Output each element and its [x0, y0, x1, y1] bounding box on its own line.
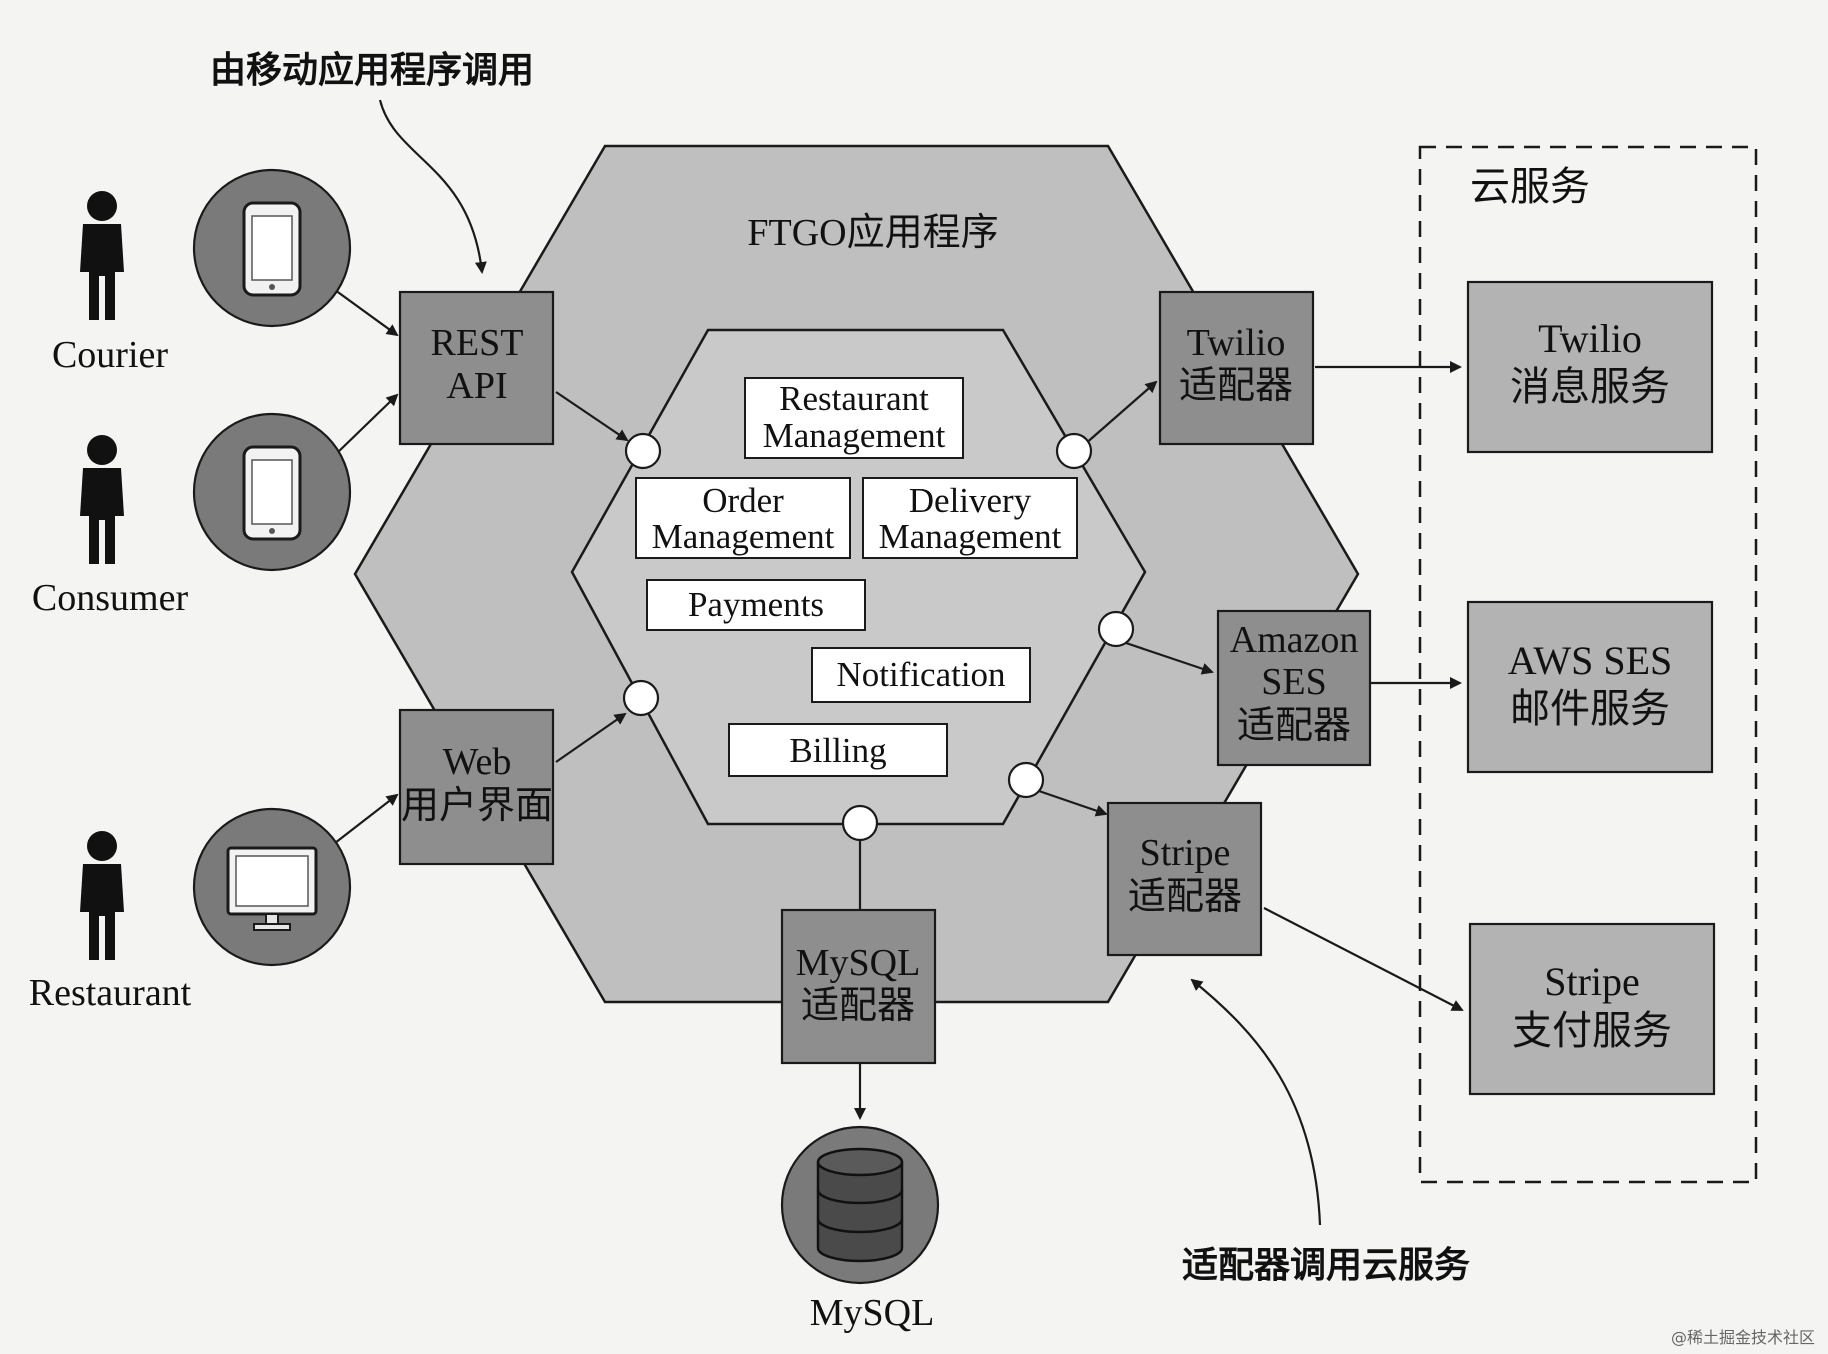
svg-text:Payments: Payments — [688, 585, 824, 624]
svg-text:消息服务: 消息服务 — [1510, 364, 1670, 409]
ports — [622, 432, 1135, 842]
module-delivery-management: Delivery Management — [862, 477, 1078, 559]
rest-api-adapter: REST API — [398, 290, 555, 446]
svg-text:Amazon: Amazon — [1230, 619, 1359, 661]
twilio-adapter: Twilio 适配器 — [1158, 290, 1315, 446]
monitor-icon — [226, 846, 318, 931]
database-icon — [816, 1147, 904, 1263]
stripe-payment-service: Stripe 支付服务 — [1468, 922, 1716, 1096]
restaurant-label: Restaurant — [29, 972, 192, 1014]
module-restaurant-management: Restaurant Management — [744, 377, 964, 459]
svg-text:SES: SES — [1261, 661, 1326, 703]
svg-text:Web: Web — [443, 741, 512, 783]
svg-text:REST: REST — [431, 322, 524, 364]
module-payments: Payments — [646, 579, 866, 631]
annotation-called-by-mobile-app: 由移动应用程序调用 — [210, 50, 534, 91]
svg-text:AWS SES: AWS SES — [1508, 638, 1673, 683]
svg-text:Delivery: Delivery — [909, 481, 1032, 520]
person-icon — [80, 831, 124, 960]
consumer-device — [192, 412, 352, 572]
port-mysql — [841, 804, 879, 842]
svg-text:Management: Management — [879, 517, 1062, 556]
person-icon — [80, 191, 124, 320]
cloud-services-group: 云服务 — [1418, 145, 1758, 1184]
svg-text:用户界面: 用户界面 — [401, 785, 553, 827]
port-ses — [1097, 610, 1135, 648]
cloud-title: 云服务 — [1470, 164, 1590, 209]
courier-device — [192, 168, 352, 328]
restaurant-device — [192, 807, 352, 967]
mysql-label: MySQL — [810, 1292, 935, 1334]
ses-adapter: Amazon SES 适配器 — [1216, 609, 1372, 767]
stripe-adapter: Stripe 适配器 — [1106, 801, 1263, 957]
module-order-management: Order Management — [635, 477, 851, 559]
svg-text:适配器: 适配器 — [1179, 365, 1293, 407]
svg-text:适配器: 适配器 — [1128, 876, 1242, 918]
restaurant-actor: Restaurant — [29, 831, 192, 1014]
mysql-database: MySQL — [780, 1125, 940, 1334]
consumer-label: Consumer — [32, 577, 189, 619]
svg-text:Twilio: Twilio — [1538, 316, 1642, 361]
svg-text:MySQL: MySQL — [796, 942, 921, 984]
smartphone-icon — [242, 201, 302, 297]
svg-text:Management: Management — [652, 517, 835, 556]
svg-text:Billing: Billing — [789, 731, 886, 770]
svg-text:API: API — [446, 365, 507, 407]
app-title: FTGO应用程序 — [747, 212, 998, 254]
svg-text:Management: Management — [763, 416, 946, 455]
courier-actor: Courier — [52, 191, 168, 376]
smartphone-icon — [242, 445, 302, 541]
courier-label: Courier — [52, 334, 168, 376]
svg-text:Stripe: Stripe — [1544, 959, 1640, 1004]
svg-text:Restaurant: Restaurant — [779, 379, 929, 418]
aws-ses-email-service: AWS SES 邮件服务 — [1466, 600, 1714, 774]
module-notification: Notification — [811, 647, 1031, 703]
port-twilio — [1055, 432, 1093, 470]
port-api — [624, 432, 662, 470]
svg-text:Twilio: Twilio — [1187, 322, 1286, 364]
port-stripe — [1007, 761, 1045, 799]
svg-text:适配器: 适配器 — [801, 985, 915, 1027]
connectors — [198, 99, 1464, 1226]
mysql-adapter: MySQL 适配器 — [780, 908, 937, 1065]
svg-text:Order: Order — [702, 481, 784, 520]
twilio-messaging-service: Twilio 消息服务 — [1466, 280, 1714, 454]
svg-text:Stripe: Stripe — [1140, 832, 1231, 874]
port-web — [622, 679, 660, 717]
watermark: @稀土掘金技术社区 — [1671, 1328, 1815, 1347]
web-ui-adapter: Web 用户界面 — [398, 708, 555, 866]
person-icon — [80, 435, 124, 564]
svg-text:适配器: 适配器 — [1237, 705, 1351, 747]
svg-text:Notification: Notification — [836, 655, 1005, 694]
svg-text:支付服务: 支付服务 — [1512, 1008, 1672, 1053]
svg-text:邮件服务: 邮件服务 — [1510, 686, 1670, 731]
annotation-adapters-call-cloud: 适配器调用云服务 — [1182, 1245, 1470, 1286]
consumer-actor: Consumer — [32, 435, 189, 619]
module-billing: Billing — [728, 723, 948, 777]
